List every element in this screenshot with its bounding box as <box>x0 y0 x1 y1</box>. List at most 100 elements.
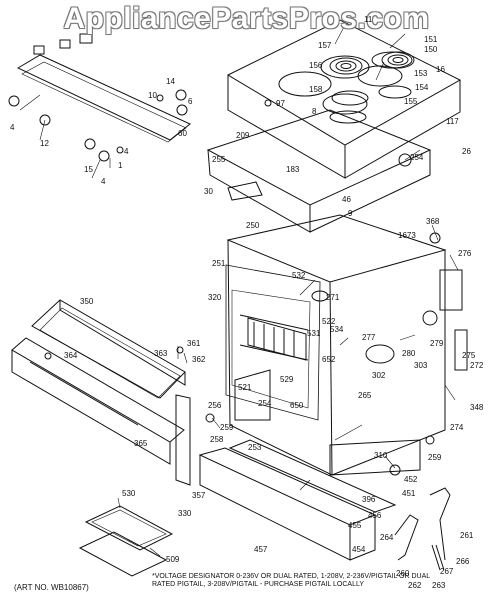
callout-label: 279 <box>430 339 444 348</box>
callout-label: 457 <box>254 545 268 554</box>
callout-label: 255 <box>212 155 226 164</box>
callout-label: 14 <box>166 77 175 86</box>
callout-label: 350 <box>80 297 94 306</box>
callout-label: 259 <box>220 423 234 432</box>
callout-label: 361 <box>187 339 201 348</box>
callout-label: 258 <box>210 435 224 444</box>
callout-label: 652 <box>322 355 336 364</box>
callout-label: 154 <box>415 83 429 92</box>
callout-label: 348 <box>470 403 484 412</box>
callout-label: 151 <box>424 35 438 44</box>
cooktop <box>226 19 462 179</box>
callout-label: 452 <box>404 475 418 484</box>
callout-label: 271 <box>326 293 340 302</box>
callout-label: 266 <box>456 557 470 566</box>
callout-label: 310 <box>374 451 388 460</box>
callout-label: 250 <box>246 221 260 230</box>
callout-label: 274 <box>450 423 464 432</box>
callout-label: 522 <box>322 317 336 326</box>
callout-label: 455 <box>348 521 362 530</box>
callout-label: 254 <box>410 153 424 162</box>
surface-elements <box>329 51 415 124</box>
leader-lines <box>19 24 459 557</box>
callout-label: 30 <box>204 187 213 196</box>
callout-label: 277 <box>362 333 376 342</box>
callout-label: 12 <box>40 139 49 148</box>
callout-label: 11 <box>364 15 373 24</box>
burner-box <box>206 109 432 233</box>
callout-label: 276 <box>458 249 472 258</box>
callout-label: 265 <box>358 391 372 400</box>
callout-label: 155 <box>404 97 418 106</box>
callout-label: 117 <box>446 117 459 126</box>
callout-label: 263 <box>432 581 446 590</box>
callout-label: 650 <box>290 401 304 410</box>
callout-label: 209 <box>236 131 250 140</box>
callout-label: 368 <box>426 217 440 226</box>
art-number: (ART NO. WB10867) <box>14 583 89 592</box>
callout-label: 253 <box>248 443 262 452</box>
callout-label: 509 <box>166 555 180 564</box>
callout-label: 272 <box>470 361 484 370</box>
hinges <box>394 487 451 571</box>
callout-label: 158 <box>309 85 323 94</box>
callout-label: 521 <box>238 383 252 392</box>
callout-label: 363 <box>154 349 168 358</box>
callout-label: 1 <box>118 161 123 170</box>
callout-label: 529 <box>280 375 294 384</box>
callout-label: 6 <box>188 97 193 106</box>
callout-label: 280 <box>402 349 416 358</box>
callout-label: 1673 <box>398 231 416 240</box>
small-parts <box>176 153 441 476</box>
callout-label: 530 <box>122 489 136 498</box>
callout-label: 357 <box>192 491 206 500</box>
oven-door <box>11 299 191 486</box>
callout-label: 153 <box>414 69 428 78</box>
callout-label: 365 <box>134 439 148 448</box>
callout-label: 262 <box>408 581 422 590</box>
callout-label: 8 <box>312 107 317 116</box>
callout-label: 362 <box>192 355 206 364</box>
voltage-note: *VOLTAGE DESIGNATOR 0-236V OR DUAL RATED… <box>152 573 430 588</box>
callout-label: 4 <box>101 177 106 186</box>
callout-label: 302 <box>372 371 386 380</box>
range-body <box>225 214 468 476</box>
callout-label: 531 <box>307 329 321 338</box>
callout-label: 275 <box>462 351 476 360</box>
callout-label: 251 <box>212 259 226 268</box>
callout-label: 303 <box>414 361 428 370</box>
control-panel <box>8 33 191 162</box>
callout-label: 157 <box>318 41 332 50</box>
callout-label: 364 <box>64 351 78 360</box>
callout-label: 534 <box>330 325 344 334</box>
callout-label: 9 <box>348 209 353 218</box>
callout-label: 330 <box>178 509 192 518</box>
callout-label: 60 <box>178 129 187 138</box>
callout-label: 261 <box>460 531 474 540</box>
watermark: AppliancePartsPros.com <box>63 2 430 35</box>
callout-label: 320 <box>208 293 222 302</box>
callout-label: 10 <box>148 91 157 100</box>
callout-label: 396 <box>362 495 376 504</box>
storage-drawer <box>198 439 397 561</box>
callout-label: 456 <box>368 511 382 520</box>
callout-label: 260 <box>396 569 410 578</box>
callout-label: 451 <box>402 489 416 498</box>
callout-label: 4 <box>124 147 129 156</box>
callout-label: 4 <box>10 123 15 132</box>
callout-label: 15 <box>84 165 93 174</box>
callout-label: 256 <box>208 401 222 410</box>
callout-label: 259 <box>428 453 442 462</box>
callout-label: 183 <box>286 165 300 174</box>
callout-label: 26 <box>462 147 471 156</box>
callout-label: 254 <box>258 399 272 408</box>
callout-label: 16 <box>436 65 445 74</box>
callout-label: 97 <box>276 99 285 108</box>
callout-label: 150 <box>424 45 438 54</box>
callout-label: 454 <box>352 545 366 554</box>
callout-label: 532 <box>292 271 306 280</box>
callout-label: 267 <box>440 567 454 576</box>
callout-label: 46 <box>342 195 351 204</box>
callout-label: 156 <box>309 61 323 70</box>
